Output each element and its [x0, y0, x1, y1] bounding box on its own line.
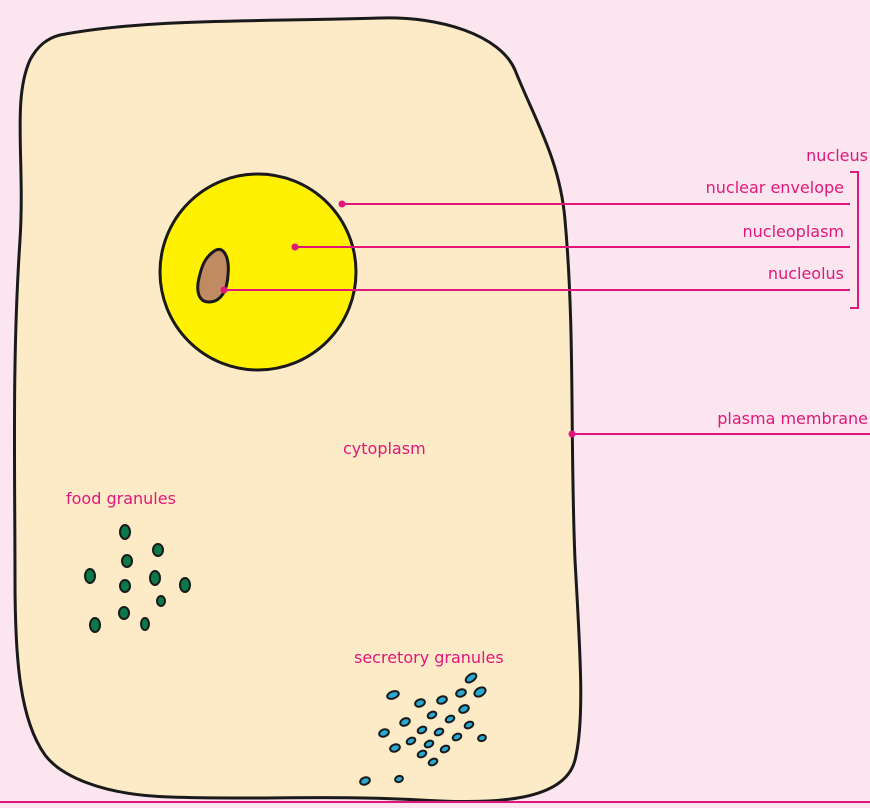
leader-dot — [292, 244, 299, 251]
food-granule — [85, 569, 95, 583]
nucleus — [160, 174, 356, 370]
label-nuclear-envelope: nuclear envelope — [706, 180, 844, 196]
leader-dot — [221, 287, 228, 294]
food-granule — [180, 578, 190, 592]
label-cytoplasm: cytoplasm — [343, 441, 426, 457]
food-granule — [120, 525, 130, 539]
food-granule — [119, 607, 129, 619]
label-nucleolus: nucleolus — [768, 266, 844, 282]
label-secretory-granules: secretory granules — [354, 650, 504, 666]
label-plasma-membrane: plasma membrane — [717, 411, 868, 427]
cell-body — [14, 18, 580, 802]
food-granule — [90, 618, 100, 632]
leader-dot — [569, 431, 576, 438]
food-granule — [150, 571, 160, 585]
leader-dot — [339, 201, 346, 208]
food-granule — [153, 544, 163, 556]
food-granule — [120, 580, 130, 592]
nucleus-bracket — [850, 172, 858, 308]
food-granule — [157, 596, 165, 606]
food-granule — [141, 618, 149, 630]
label-nucleoplasm: nucleoplasm — [743, 224, 844, 240]
label-food-granules: food granules — [66, 491, 176, 507]
label-nucleus: nucleus — [806, 148, 868, 164]
food-granule — [122, 555, 132, 567]
